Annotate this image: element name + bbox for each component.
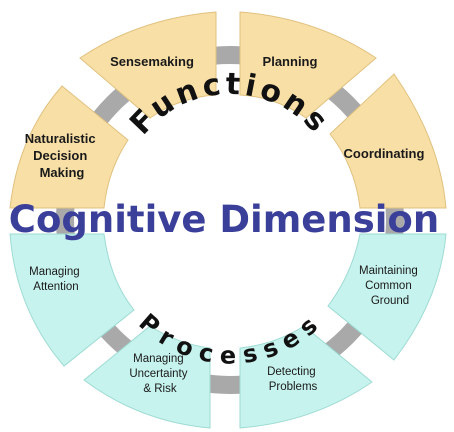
label-detecting-problems: Detecting Problems [267,366,319,393]
label-planning: Planning [263,54,318,69]
segment-planning [239,11,377,119]
segment-coordinating [329,73,447,209]
segment-sensemaking [79,11,217,119]
segment-detecting-problems [239,325,373,429]
label-managing-attention: Managing Attention [29,266,83,293]
label-managing-uncertainty-risk: Managing Uncertainty & Risk [129,353,190,395]
segment-managing-attention [9,233,135,367]
segment-naturalistic-decision-making [9,85,129,209]
label-naturalistic-decision-making: Naturalistic Decision Making [25,131,99,180]
label-sensemaking: Sensemaking [110,54,194,69]
label-coordinating: Coordinating [344,146,425,161]
label-maintaining-common-ground: Maintaining Common Ground [359,265,421,307]
segment-managing-uncertainty-risk [83,325,211,429]
diagram-title: Cognitive Dimension [9,198,439,241]
connector-ring [56,46,404,394]
segment-maintaining-common-ground [327,233,447,361]
